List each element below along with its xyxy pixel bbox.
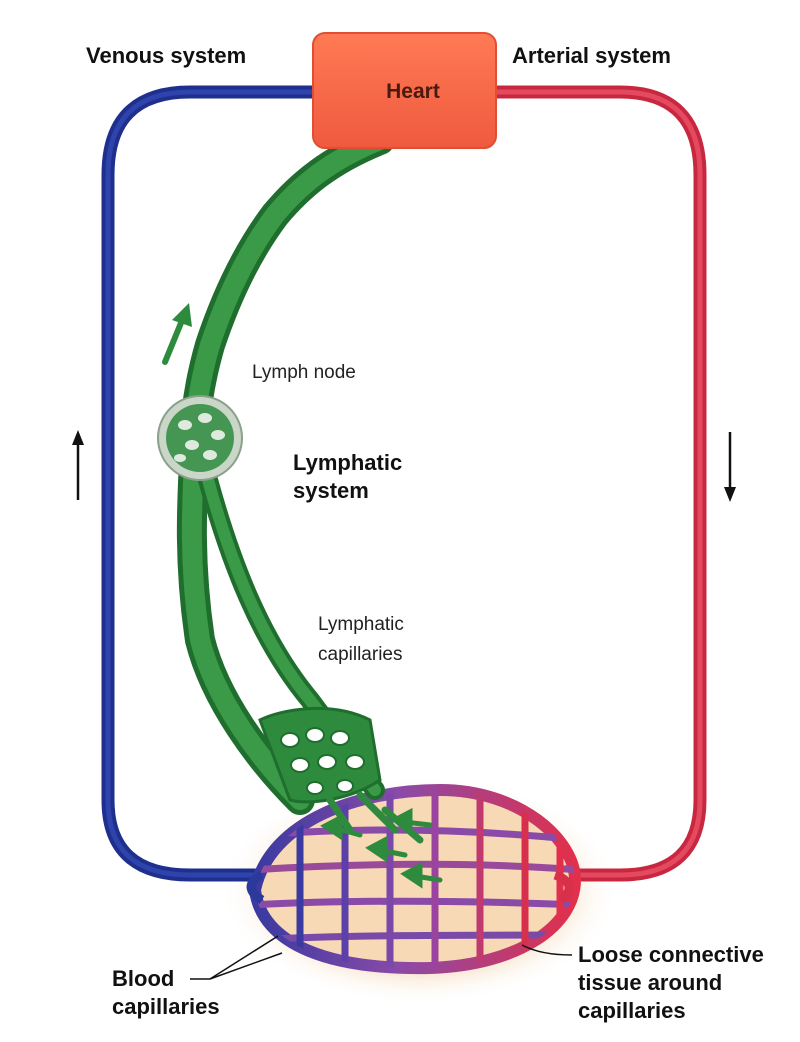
tissue-flow-arrows <box>320 807 443 889</box>
heart-label: Heart <box>386 80 440 103</box>
loose-tissue-callout: Loose connective tissue around capillari… <box>521 942 764 1023</box>
blood-capillaries-callout: Blood capillaries <box>112 935 283 1019</box>
venous-flow-arrow-up <box>72 430 84 500</box>
arterial-vessel <box>488 85 707 882</box>
lymphatic-capillaries-label-line2: capillaries <box>318 644 402 665</box>
loose-tissue-label-line2: tissue around <box>578 970 722 995</box>
loose-tissue-label-line1: Loose connective <box>578 942 764 967</box>
heart: Heart <box>312 32 497 149</box>
arterial-flow-arrow-down <box>724 432 736 502</box>
lymphatic-system-label-line1: Lymphatic <box>293 450 402 475</box>
arterial-system-label: Arterial system <box>512 43 671 68</box>
venous-system-label: Venous system <box>86 43 246 68</box>
lymph-node-label: Lymph node <box>252 362 356 383</box>
lymph-node <box>157 395 243 481</box>
blood-capillaries-label-line2: capillaries <box>112 994 220 1019</box>
lymph-flow-arrow <box>162 303 192 365</box>
lymphatic-capillaries-label-line1: Lymphatic <box>318 614 404 635</box>
loose-tissue-label-line3: capillaries <box>578 998 686 1023</box>
blood-capillaries-label-line1: Blood <box>112 966 174 991</box>
lymphatic-system-label-line2: system <box>293 478 369 503</box>
